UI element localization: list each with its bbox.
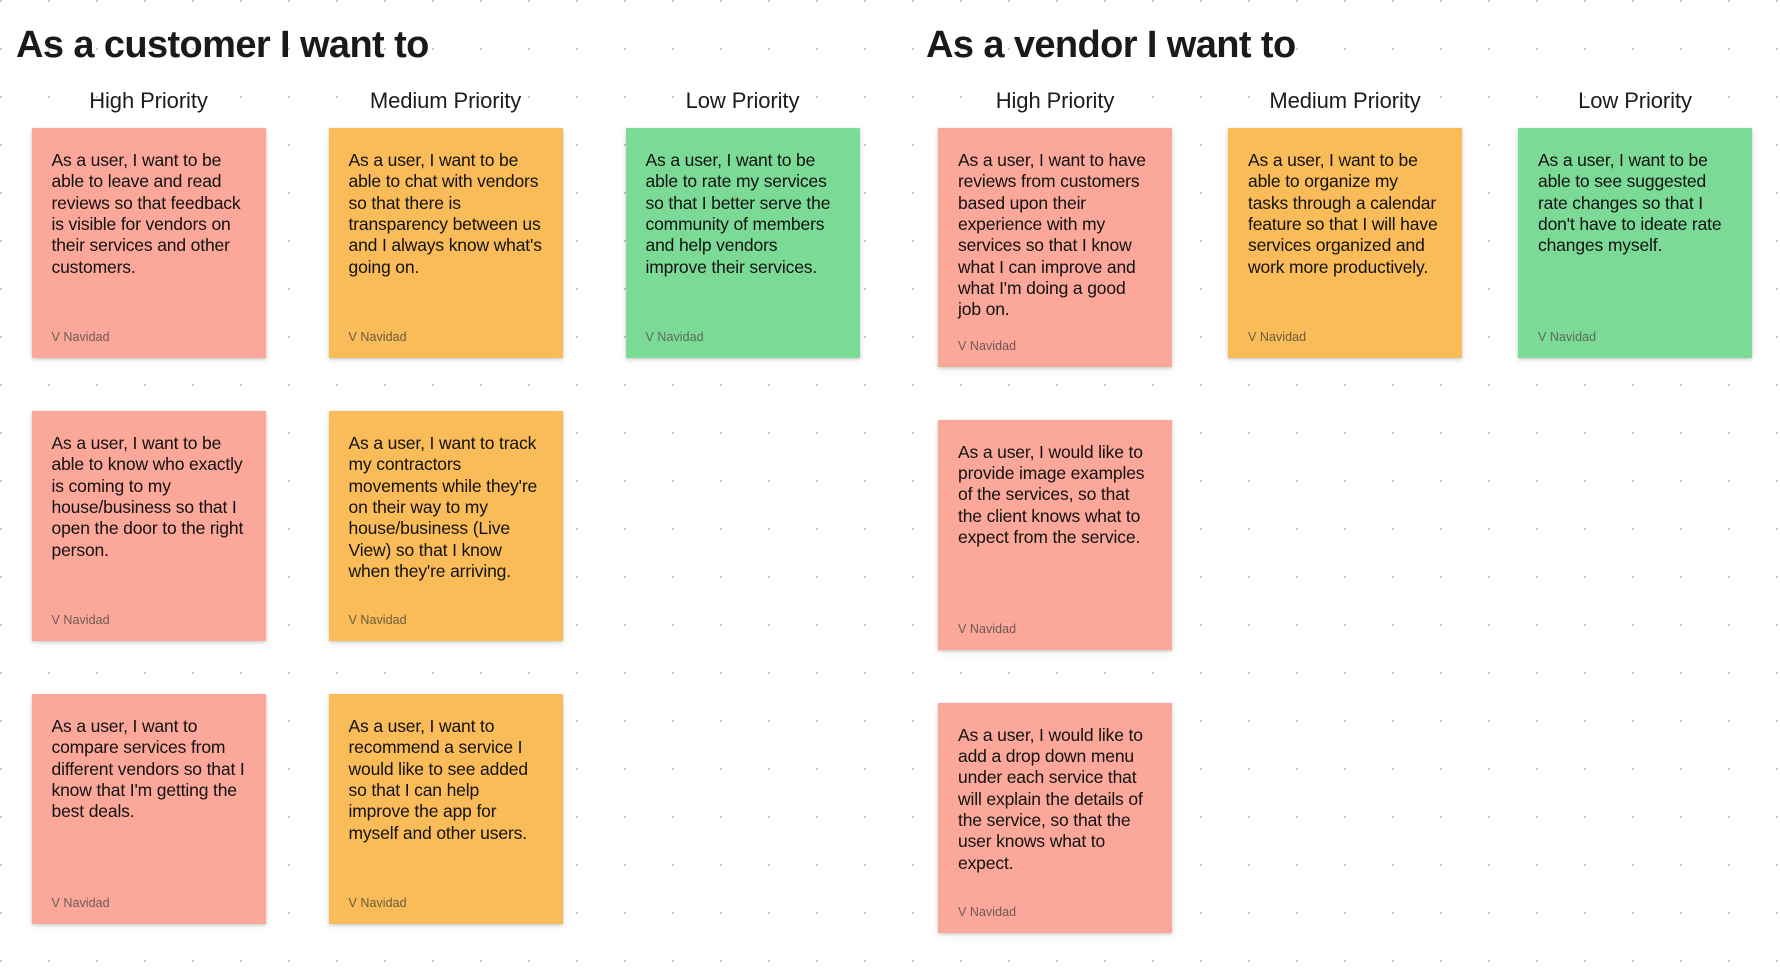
column-header: High Priority <box>995 88 1115 113</box>
sticky-note[interactable]: As a user, I would like to provide image… <box>938 419 1172 650</box>
note-author: V Navidad <box>1538 330 1597 344</box>
note-stack: As a user, I want to be able to organize… <box>1200 128 1490 924</box>
note-stack: As a user, I want to be able to chat wit… <box>297 128 594 924</box>
note-text: As a user, I want to have reviews from c… <box>958 150 1151 320</box>
sticky-note[interactable]: As a user, I want to have reviews from c… <box>938 128 1172 367</box>
note-author: V Navidad <box>51 330 110 344</box>
note-stack: As a user, I want to be able to see sugg… <box>1490 128 1780 924</box>
sticky-note[interactable]: As a user, I want to track my contractor… <box>328 411 563 641</box>
note-author: V Navidad <box>958 904 1017 919</box>
note-text: As a user, I want to be able to leave an… <box>51 150 246 277</box>
sticky-note[interactable]: As a user, I would like to add a drop do… <box>938 702 1172 933</box>
sticky-note[interactable]: As a user, I want to recommend a service… <box>328 694 563 924</box>
note-text: As a user, I want to be able to know who… <box>51 433 248 560</box>
priority-columns: High Priority As a user, I want to be abl… <box>0 88 890 924</box>
priority-column-high-priority: High Priority As a user, I want to be abl… <box>0 88 297 924</box>
note-text: As a user, I want to compare services fr… <box>51 716 250 822</box>
section-title: As a customer I want to <box>16 24 429 66</box>
note-author: V Navidad <box>51 613 110 627</box>
note-author: V Navidad <box>958 621 1017 636</box>
sticky-note[interactable]: As a user, I want to be able to organize… <box>1228 128 1462 358</box>
note-author: V Navidad <box>348 613 407 627</box>
sticky-note[interactable]: As a user, I want to compare services fr… <box>31 694 266 924</box>
note-text: As a user, I want to be able to rate my … <box>645 150 836 277</box>
column-header: Medium Priority <box>1269 88 1421 113</box>
priority-column-medium-priority: Medium Priority As a user, I want to be a… <box>1200 88 1490 933</box>
priority-column-low-priority: Low Priority As a user, I want to be able… <box>1490 88 1780 933</box>
note-author: V Navidad <box>348 330 407 344</box>
priority-column-low-priority: Low Priority As a user, I want to be able… <box>594 88 891 924</box>
note-text: As a user, I want to be able to chat wit… <box>348 150 547 277</box>
note-author: V Navidad <box>348 896 407 910</box>
priority-column-high-priority: High Priority As a user, I want to have r… <box>910 88 1200 933</box>
column-header: Low Priority <box>685 88 800 113</box>
sticky-note[interactable]: As a user, I want to be able to see sugg… <box>1518 128 1752 358</box>
column-header: Low Priority <box>1578 88 1692 113</box>
column-header: High Priority <box>89 88 208 113</box>
priority-columns: High Priority As a user, I want to have r… <box>910 88 1780 933</box>
note-author: V Navidad <box>1248 330 1307 344</box>
sticky-note[interactable]: As a user, I want to be able to leave an… <box>31 128 266 358</box>
note-author: V Navidad <box>645 330 704 344</box>
sticky-note[interactable]: As a user, I want to be able to rate my … <box>625 128 860 358</box>
note-text: As a user, I want to track my contractor… <box>348 433 542 582</box>
sticky-note[interactable]: As a user, I want to be able to chat wit… <box>328 128 563 358</box>
note-text: As a user, I would like to provide image… <box>958 441 1150 548</box>
note-stack: As a user, I want to be able to rate my … <box>594 128 891 924</box>
note-author: V Navidad <box>51 896 110 910</box>
note-stack: As a user, I want to have reviews from c… <box>910 128 1200 933</box>
priority-column-medium-priority: Medium Priority As a user, I want to be a… <box>297 88 594 924</box>
column-header: Medium Priority <box>369 88 522 113</box>
note-text: As a user, I would like to add a drop do… <box>958 724 1148 873</box>
section-title: As a vendor I want to <box>926 24 1296 66</box>
note-text: As a user, I want to be able to organize… <box>1248 150 1443 277</box>
sticky-note[interactable]: As a user, I want to be able to know who… <box>31 411 266 641</box>
note-author: V Navidad <box>958 338 1017 353</box>
note-text: As a user, I want to recommend a service… <box>348 716 533 843</box>
note-text: As a user, I want to be able to see sugg… <box>1538 150 1727 256</box>
note-stack: As a user, I want to be able to leave an… <box>0 128 297 924</box>
